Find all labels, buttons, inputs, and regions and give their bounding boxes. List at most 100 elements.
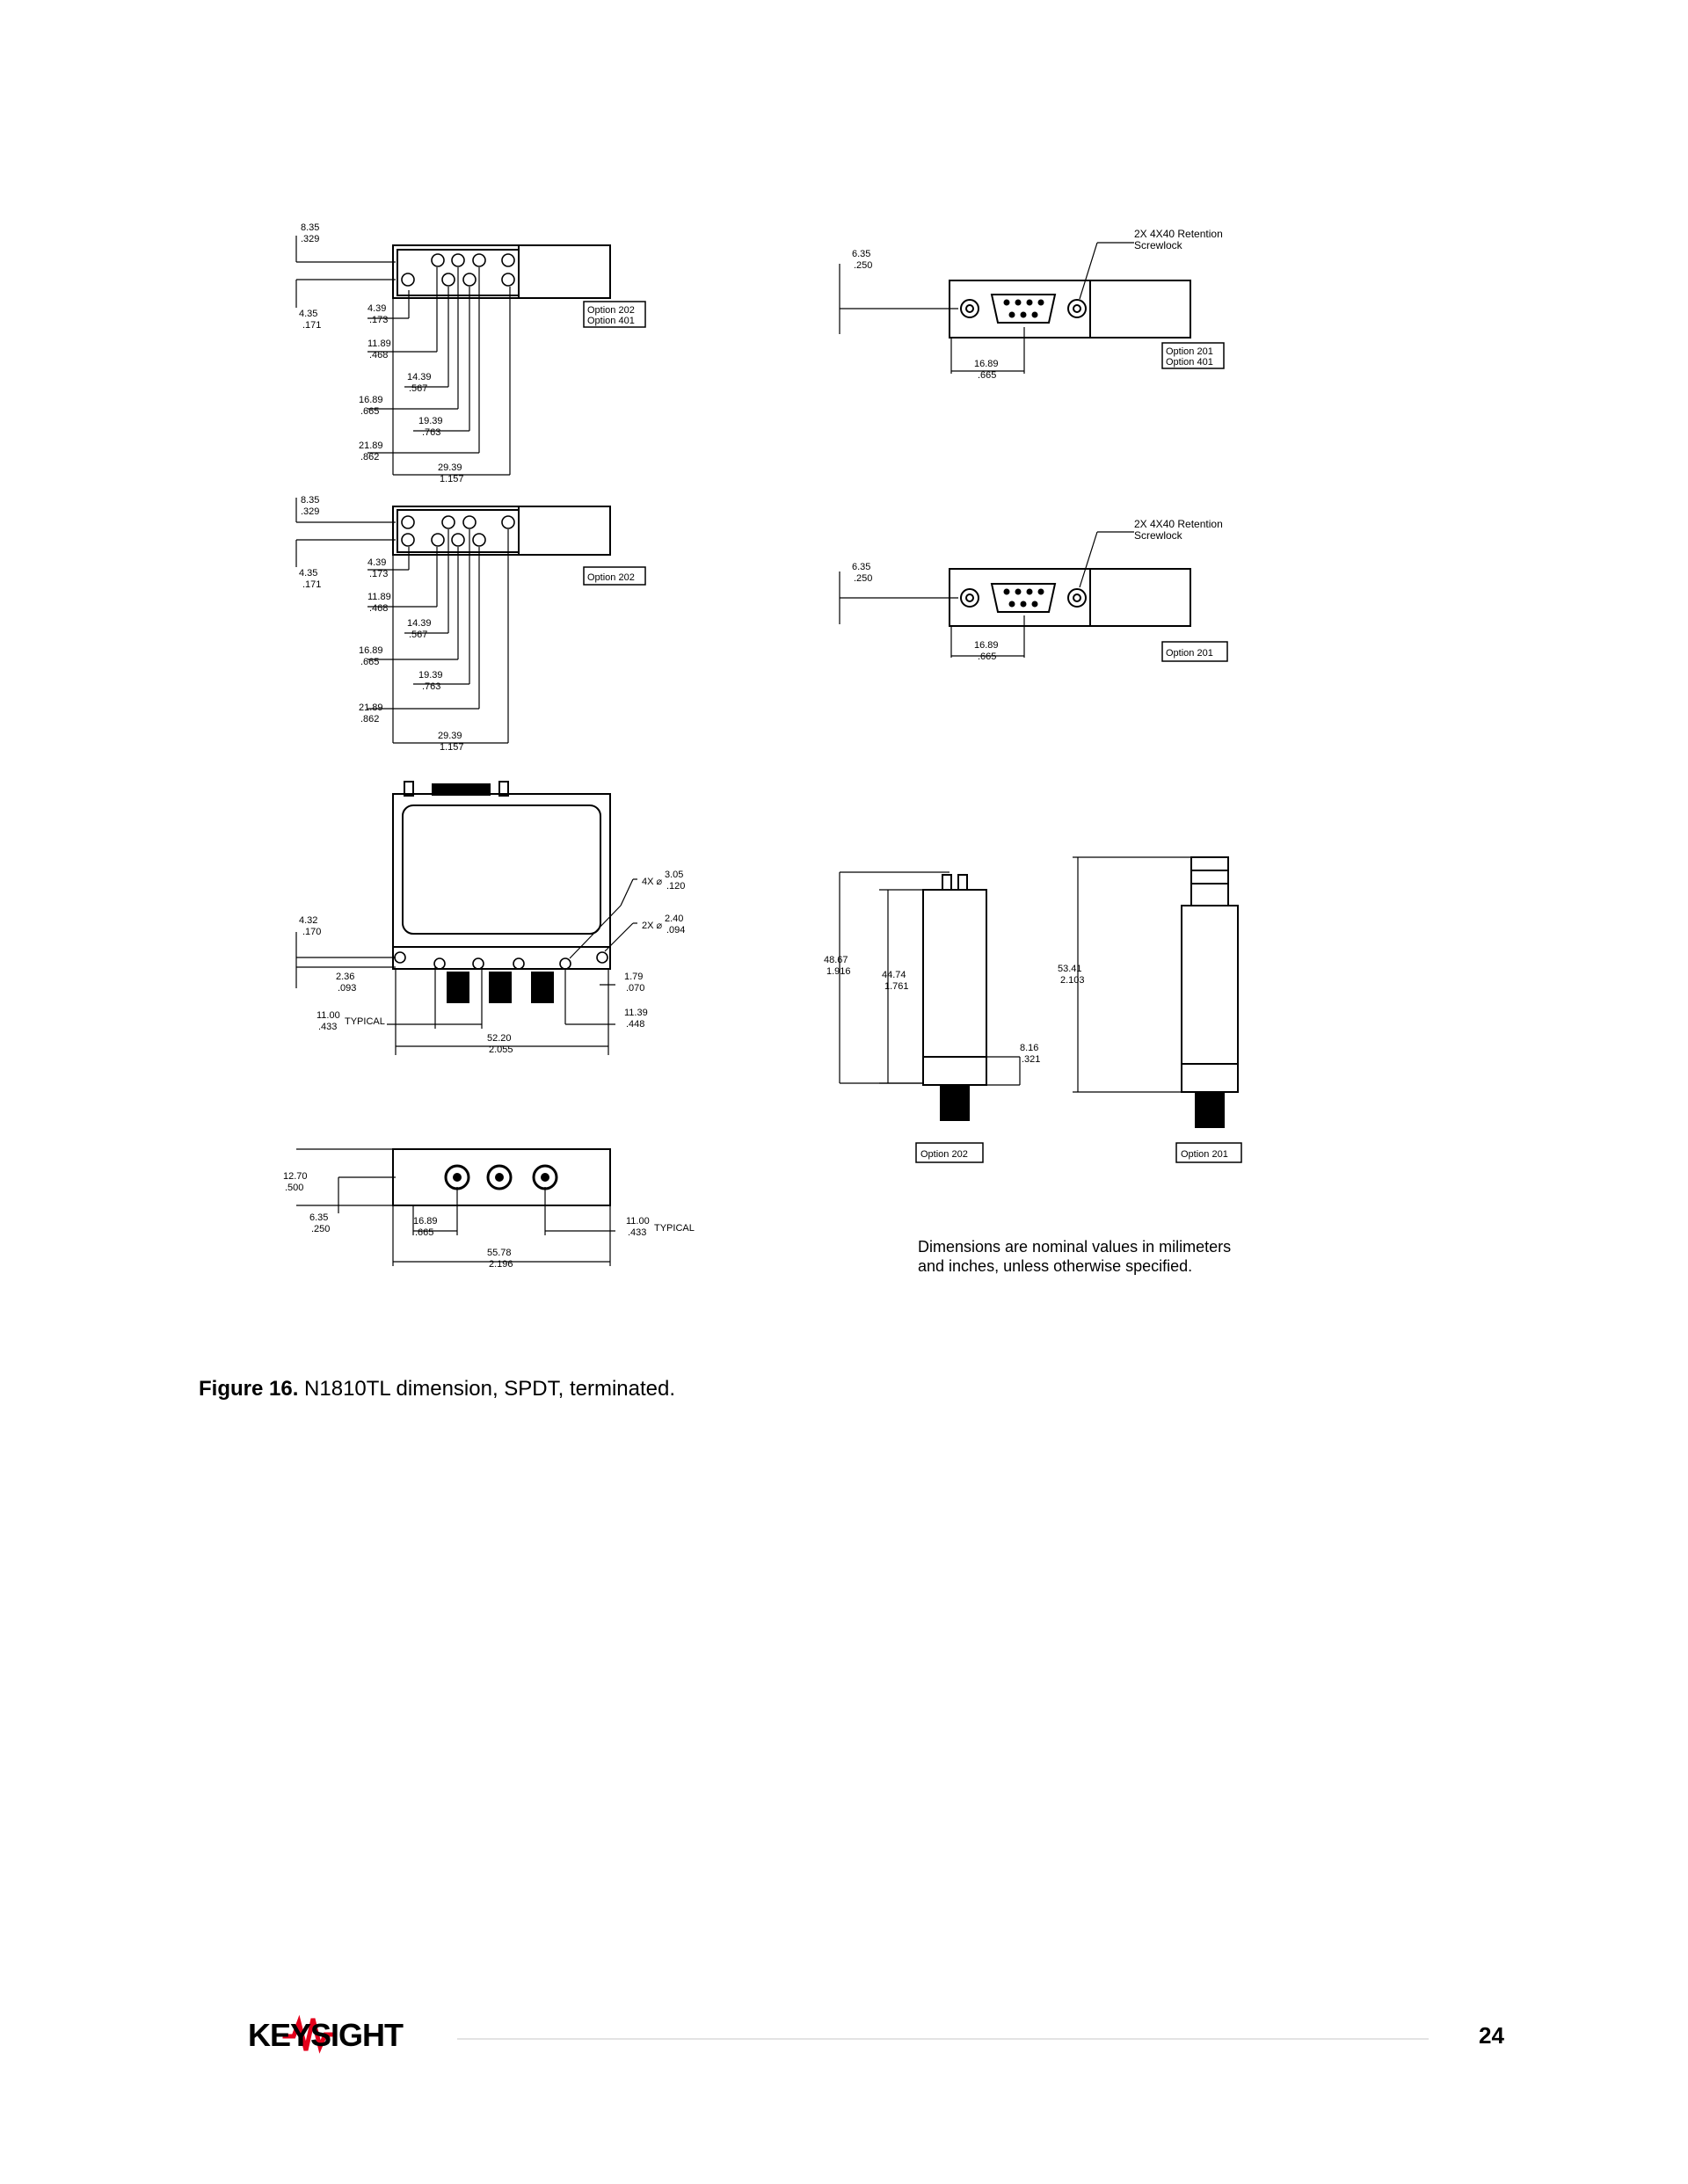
svg-text:16.89: 16.89 (413, 1216, 438, 1227)
svg-text:.094: .094 (666, 925, 685, 935)
svg-text:6.35: 6.35 (309, 1212, 328, 1223)
svg-text:.665: .665 (360, 406, 379, 417)
svg-text:Screwlock: Screwlock (1134, 239, 1183, 251)
retention-callout: 2X 4X40 Retention (1134, 228, 1223, 240)
view-side-option-202-labels: 48.67 1.916 44.74 1.761 8.16 .321 Option… (824, 955, 1040, 1160)
svg-text:11.00: 11.00 (626, 1216, 650, 1227)
svg-text:44.74: 44.74 (882, 970, 906, 980)
svg-text:16.89: 16.89 (974, 359, 999, 369)
svg-text:2.055: 2.055 (489, 1045, 513, 1055)
svg-text:.763: .763 (422, 681, 440, 692)
svg-text:Option 201: Option 201 (1166, 648, 1213, 659)
svg-text:4.35: 4.35 (299, 309, 317, 319)
view-middle-right (839, 531, 1228, 662)
svg-text:and inches, unless otherwise s: and inches, unless otherwise specified. (918, 1257, 1192, 1275)
view-middle-left-labels: 8.35 .329 4.35 .171 4.39 .173 11.89 .468… (299, 495, 635, 753)
svg-text:.468: .468 (369, 603, 388, 614)
view-top-right-labels: 6.35 .250 16.89 .665 2X 4X40 Retention S… (852, 228, 1223, 381)
svg-text:Option 401: Option 401 (1166, 357, 1213, 368)
figure-label: Figure 16. (199, 1377, 299, 1401)
svg-text:14.39: 14.39 (407, 372, 432, 382)
svg-text:21.89: 21.89 (359, 703, 383, 713)
svg-text:.665: .665 (415, 1227, 433, 1238)
dim-8-35: 8.35 (301, 222, 319, 233)
svg-text:.433: .433 (628, 1227, 646, 1238)
svg-text:4.35: 4.35 (299, 568, 317, 579)
svg-text:2.36: 2.36 (336, 972, 354, 982)
svg-text:.170: .170 (302, 927, 321, 937)
svg-text:Option 202: Option 202 (587, 572, 635, 583)
svg-text:.567: .567 (409, 383, 427, 394)
footer-divider (457, 2038, 1429, 2040)
view-side-option-201 (1073, 856, 1242, 1163)
svg-text:1.761: 1.761 (884, 981, 909, 992)
svg-text:1.79: 1.79 (624, 972, 643, 982)
svg-text:.250: .250 (854, 573, 872, 584)
svg-text:.173: .173 (369, 569, 388, 579)
svg-text:8.35: 8.35 (301, 495, 319, 506)
svg-text:.862: .862 (360, 714, 379, 724)
svg-text:.665: .665 (978, 652, 996, 662)
svg-text:52.20: 52.20 (487, 1033, 512, 1044)
view-bottom (296, 1148, 615, 1266)
svg-text:6.35: 6.35 (852, 249, 870, 259)
svg-text:Option 201: Option 201 (1181, 1149, 1228, 1160)
svg-text:.329: .329 (301, 506, 319, 517)
svg-text:1.916: 1.916 (826, 966, 851, 977)
svg-text:.171: .171 (302, 320, 321, 331)
svg-text:11.89: 11.89 (367, 592, 391, 602)
svg-text:16.89: 16.89 (974, 640, 999, 651)
svg-text:55.78: 55.78 (487, 1248, 512, 1258)
view-middle-left (295, 498, 646, 744)
view-front-labels: 4X ⌀ 3.05 .120 2X ⌀ 2.40 .094 4.32 .170 … (299, 870, 685, 1055)
svg-text:.120: .120 (666, 881, 685, 892)
view-side-option-202 (839, 871, 1021, 1163)
svg-text:2.196: 2.196 (489, 1259, 513, 1270)
svg-text:4.39: 4.39 (367, 303, 386, 314)
svg-text:.500: .500 (285, 1183, 303, 1193)
svg-text:14.39: 14.39 (407, 618, 432, 629)
svg-text:1.157: 1.157 (440, 742, 464, 753)
svg-text:11.00: 11.00 (316, 1010, 340, 1021)
svg-text:.567: .567 (409, 630, 427, 640)
view-middle-right-labels: 6.35 .250 16.89 .665 2X 4X40 Retention S… (852, 518, 1223, 662)
svg-text:1.157: 1.157 (440, 474, 464, 484)
svg-text:.171: .171 (302, 579, 321, 590)
figure-caption: Figure 16. N1810TL dimension, SPDT, term… (199, 1377, 675, 1401)
svg-text:.433: .433 (318, 1022, 337, 1032)
svg-text:TYPICAL: TYPICAL (654, 1223, 695, 1234)
svg-text:4.39: 4.39 (367, 557, 386, 568)
svg-text:53.41: 53.41 (1058, 964, 1082, 974)
svg-text:4.32: 4.32 (299, 915, 317, 926)
svg-text:.070: .070 (626, 983, 644, 994)
view-side-option-201-labels: 53.41 2.103 Option 201 (1058, 964, 1228, 1160)
svg-text:29.39: 29.39 (438, 462, 462, 473)
dimension-drawing: 8.35 .329 4.35 .171 4.39 .173 11.89 .468… (283, 222, 1242, 1275)
svg-text:19.39: 19.39 (418, 670, 443, 681)
svg-text:TYPICAL: TYPICAL (345, 1016, 385, 1027)
svg-text:.250: .250 (311, 1224, 330, 1234)
svg-text:2.40: 2.40 (665, 914, 683, 924)
view-bottom-labels: 12.70 .500 6.35 .250 16.89 .665 11.00 .4… (283, 1171, 695, 1270)
svg-text:Option 401: Option 401 (587, 316, 635, 326)
figure-text: N1810TL dimension, SPDT, terminated. (298, 1377, 676, 1401)
svg-text:Dimensions are nominal values: Dimensions are nominal values in milimet… (918, 1238, 1231, 1256)
svg-text:21.89: 21.89 (359, 440, 383, 451)
svg-text:48.67: 48.67 (824, 955, 848, 965)
svg-text:4X ⌀: 4X ⌀ (642, 877, 663, 887)
svg-text:Option 201: Option 201 (1166, 346, 1213, 357)
dimensions-note: Dimensions are nominal values in milimet… (918, 1238, 1231, 1275)
svg-text:16.89: 16.89 (359, 395, 383, 405)
svg-text:.093: .093 (338, 983, 356, 994)
svg-text:12.70: 12.70 (283, 1171, 308, 1182)
svg-text:.329: .329 (301, 234, 319, 244)
svg-text:.173: .173 (369, 315, 388, 325)
page-number: 24 (1479, 2022, 1504, 2049)
svg-text:Screwlock: Screwlock (1134, 529, 1183, 542)
svg-text:.665: .665 (360, 657, 379, 667)
svg-text:11.89: 11.89 (367, 339, 391, 349)
svg-text:11.39: 11.39 (624, 1008, 648, 1018)
svg-text:3.05: 3.05 (665, 870, 683, 880)
svg-text:16.89: 16.89 (359, 645, 383, 656)
svg-text:19.39: 19.39 (418, 416, 443, 426)
